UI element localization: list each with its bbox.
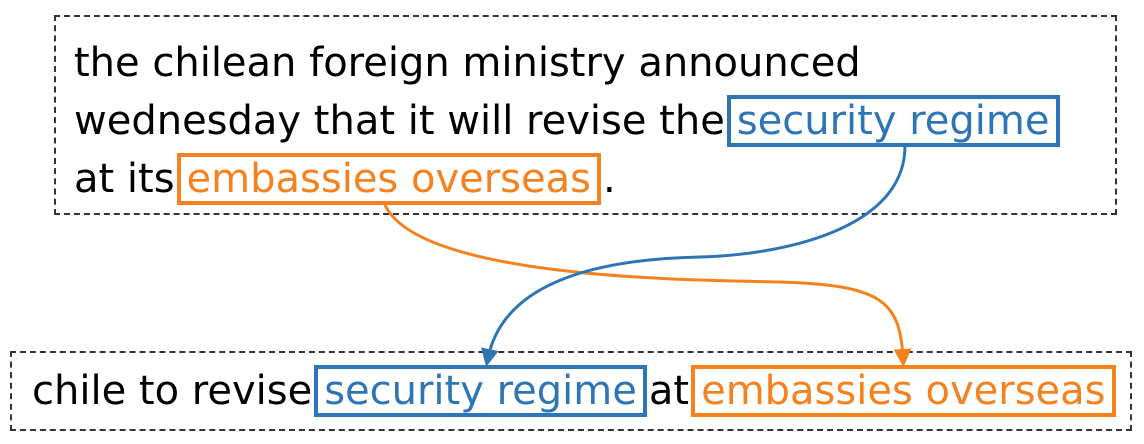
target-span-security-regime: security regime <box>314 365 647 417</box>
blue-alignment-arrow <box>481 145 907 367</box>
target-text-prefix: chile to revise <box>32 368 313 414</box>
source-text-3: at its <box>74 156 175 202</box>
source-span-security-regime: security regime <box>726 95 1060 147</box>
target-sentence-box <box>10 351 1132 431</box>
source-text-1: the chilean foreign ministry announced <box>74 40 861 86</box>
target-span-embassies-overseas: embassies overseas <box>691 365 1116 417</box>
target-text-middle: at <box>648 368 690 414</box>
source-text-2: wednesday that it will revise the <box>74 98 725 144</box>
source-line-1: the chilean foreign ministry announced <box>74 36 861 90</box>
source-period: . <box>602 156 616 202</box>
source-span-embassies-overseas: embassies overseas <box>176 153 601 205</box>
orange-alignment-arrow <box>383 204 912 367</box>
source-sentence-box <box>54 15 1117 215</box>
